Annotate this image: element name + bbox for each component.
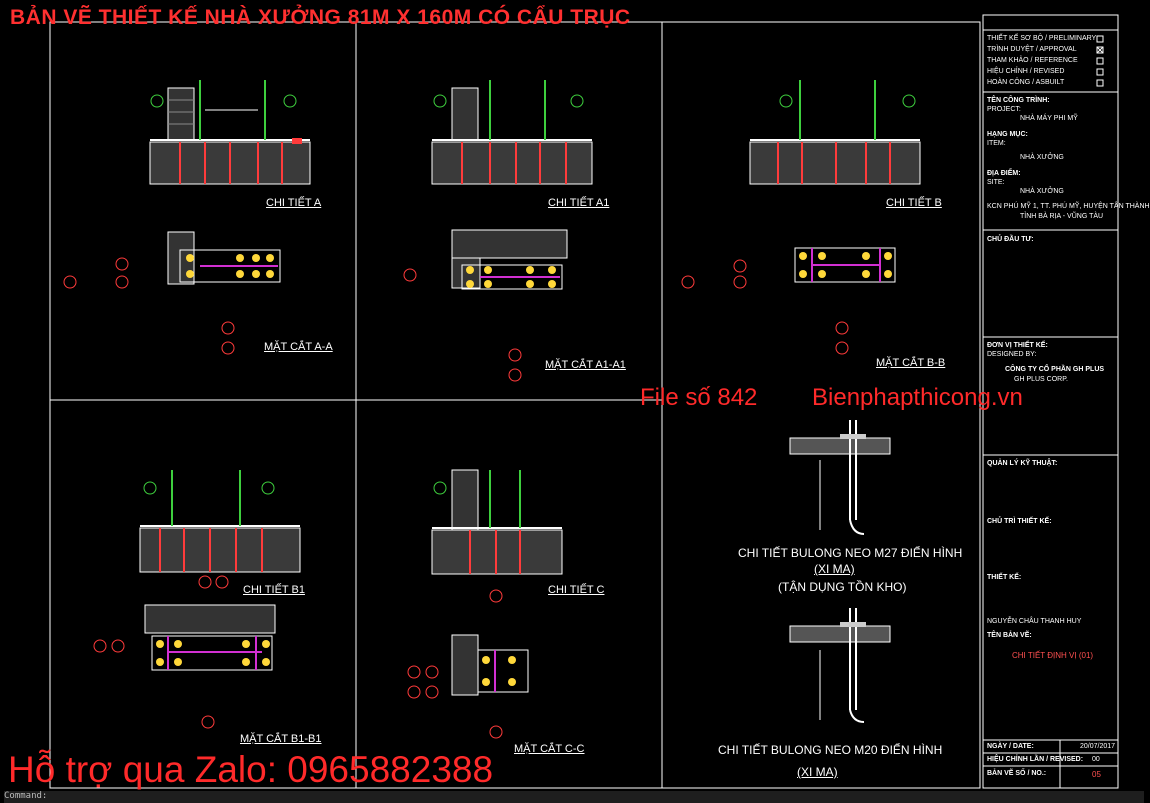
- detail-a-drawing: [63, 80, 311, 355]
- tb-company2: GH PLUS CORP.: [1014, 376, 1068, 383]
- label-mat-cat-cc: MẶT CẮT C-C: [514, 743, 585, 755]
- label-chi-tiet-a: CHI TIẾT A: [266, 197, 322, 209]
- bolt-m27-drawing: [789, 420, 891, 535]
- tb-drawn-name: NGUYỄN CHÂU THANH HUY: [987, 618, 1082, 625]
- tb-drawing-title-label: TÊN BẢN VẼ:: [987, 632, 1032, 639]
- label-chi-tiet-b: CHI TIẾT B: [886, 197, 942, 209]
- tb-site-en: SITE:: [987, 179, 1005, 186]
- tb-project-label: TÊN CÔNG TRÌNH:: [987, 97, 1050, 104]
- label-chi-tiet-c: CHI TIẾT C: [548, 584, 605, 596]
- detail-c-drawing: [407, 469, 563, 739]
- tb-rev-value: 00: [1092, 756, 1100, 763]
- drawing-title: BẢN VẼ THIẾT KẾ NHÀ XƯỞNG 81M X 160M CÓ …: [10, 6, 631, 29]
- label-mat-cat-a1a1: MẶT CẮT A1-A1: [545, 359, 626, 371]
- label-mat-cat-b1b1: MẶT CẮT B1-B1: [240, 733, 322, 745]
- tb-site-value: NHÀ XƯỞNG: [1020, 188, 1064, 195]
- detail-b1-drawing: [93, 470, 301, 729]
- detail-b-drawing: [681, 80, 921, 355]
- bolt-m20-subtitle: (XI MA): [797, 765, 838, 779]
- bolt-m27-title: CHI TIẾT BULONG NEO M27 ĐIỂN HÌNH: [738, 546, 963, 560]
- tb-company: CÔNG TY CỔ PHẦN GH PLUS: [1005, 366, 1105, 373]
- tb-drawn: THIẾT KẾ:: [987, 574, 1022, 581]
- tb-address2: TỈNH BÀ RỊA - VŨNG TÀU: [1020, 213, 1104, 220]
- site-watermark: Bienphapthicong.vn: [812, 384, 1023, 411]
- tb-row-approval: TRÌNH DUYỆT / APPROVAL: [987, 46, 1077, 53]
- command-line[interactable]: Command:: [4, 791, 1144, 803]
- tb-owner: CHỦ ĐẦU TƯ:: [987, 236, 1034, 243]
- bolt-m20-title: CHI TIẾT BULONG NEO M20 ĐIỂN HÌNH: [718, 743, 943, 757]
- tb-sheet-label: BẢN VẼ SỐ / NO.:: [987, 770, 1047, 777]
- label-chi-tiet-b1: CHI TIẾT B1: [243, 584, 305, 596]
- tb-designer-en: DESIGNED BY:: [987, 351, 1037, 358]
- tb-date-label: NGÀY / DATE:: [987, 743, 1034, 750]
- tb-row-revised: HIỆU CHỈNH / REVISED: [987, 68, 1065, 75]
- tb-item-label: HẠNG MỤC:: [987, 131, 1028, 138]
- label-chi-tiet-a1: CHI TIẾT A1: [548, 197, 610, 209]
- tb-date-value: 20/07/2017: [1080, 743, 1116, 750]
- tb-manager: QUẢN LÝ KỸ THUẬT:: [987, 460, 1058, 467]
- bolt-m27-note: (TẬN DỤNG TỒN KHO): [778, 580, 907, 594]
- tb-designer: ĐƠN VỊ THIẾT KẾ:: [987, 342, 1048, 349]
- label-mat-cat-aa: MẶT CẮT A-A: [264, 341, 333, 353]
- tb-project-en: PROJECT:: [987, 106, 1021, 113]
- label-mat-cat-bb: MẶT CẮT B-B: [876, 357, 946, 369]
- tb-chief: CHỦ TRÌ THIẾT KẾ:: [987, 518, 1052, 525]
- tb-site-label: ĐỊA ĐIỂM:: [987, 170, 1021, 177]
- support-watermark: Hỗ trợ qua Zalo: 0965882388: [8, 749, 494, 790]
- tb-row-preliminary: THIẾT KẾ SƠ BỘ / PRELIMINARY: [987, 35, 1097, 42]
- tb-address: KCN PHÚ MỸ 1, TT. PHÚ MỸ, HUYỆN TÂN THÀN…: [987, 203, 1150, 210]
- tb-project-value: NHÀ MÁY PHI MỸ: [1020, 115, 1078, 122]
- tb-item-value: NHÀ XƯỞNG: [1020, 154, 1064, 161]
- tb-drawing-title: CHI TIẾT ĐỊNH VỊ (01): [1012, 651, 1094, 660]
- tb-sheet-value: 05: [1092, 770, 1101, 779]
- tb-row-reference: THAM KHẢO / REFERENCE: [987, 57, 1078, 64]
- file-number-watermark: File số 842: [640, 384, 758, 411]
- detail-a1-drawing: [403, 80, 593, 382]
- tb-item-en: ITEM:: [987, 140, 1006, 147]
- tb-rev-label: HIỆU CHỈNH LẦN / REVISED:: [987, 756, 1084, 763]
- bolt-m20-drawing: [789, 608, 891, 723]
- tb-row-asbuilt: HOÀN CÔNG / ASBUILT: [987, 79, 1065, 86]
- bolt-m27-subtitle: (XI MA): [814, 562, 855, 576]
